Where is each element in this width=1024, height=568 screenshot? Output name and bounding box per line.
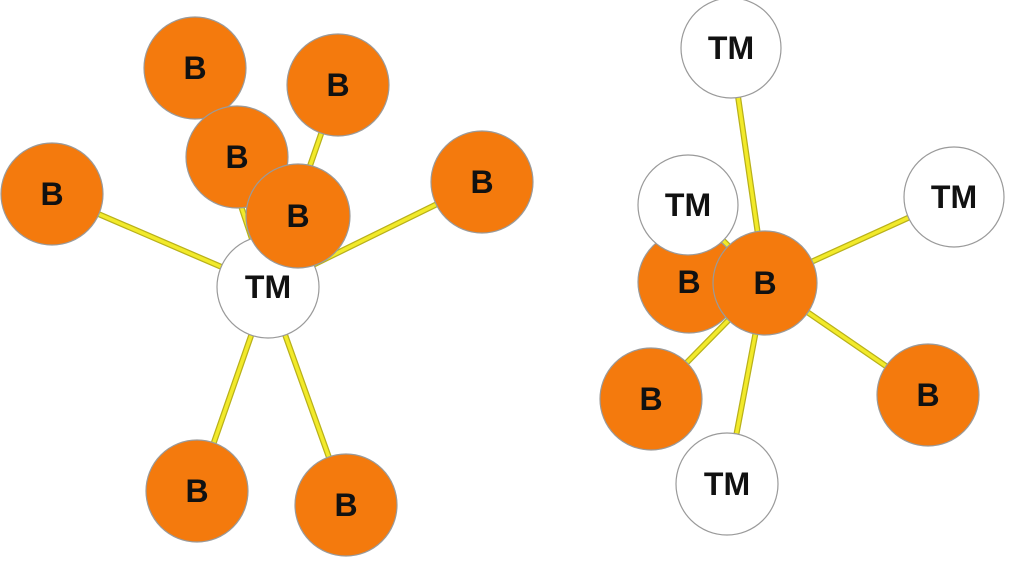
tm-atom-right-3-label: TM	[665, 187, 711, 223]
boron-atom-left-5-label: B	[286, 198, 309, 234]
boron-atom-left-7-label: B	[334, 487, 357, 523]
boron-atom-right-6: B	[876, 343, 980, 447]
boron-center-atom: B	[712, 230, 818, 336]
tm-atom-right-2: TM	[675, 432, 779, 536]
boron-atom-right-5: B	[599, 347, 703, 451]
boron-center-atom-label: B	[753, 265, 776, 301]
boron-atom-right-4: B	[637, 230, 741, 334]
tm-atom-right-1: TM	[903, 146, 1005, 248]
boron-atom-left-4: B	[430, 130, 534, 234]
tm-atom-right-3: TM	[637, 154, 739, 256]
tm-center-atom-label: TM	[245, 269, 291, 305]
boron-atom-left-1: B	[143, 16, 247, 120]
boron-atom-left-0-label: B	[40, 176, 63, 212]
tm-atom-right-0-label: TM	[708, 30, 754, 66]
atom-layer: B B B B B TM B B B TM TM TM B B B B TM	[0, 0, 1005, 557]
boron-atom-right-5-label: B	[639, 381, 662, 417]
boron-atom-left-5: B	[245, 163, 351, 269]
boron-atom-left-3-label: B	[225, 139, 248, 175]
boron-atom-left-2: B	[286, 33, 390, 137]
boron-atom-right-6-label: B	[916, 377, 939, 413]
boron-atom-left-6: B	[145, 439, 249, 543]
boron-atom-left-2-label: B	[326, 67, 349, 103]
tm-atom-right-0: TM	[680, 0, 782, 99]
boron-atom-left-1-label: B	[183, 50, 206, 86]
boron-atom-left-4-label: B	[470, 164, 493, 200]
boron-atom-right-4-label: B	[677, 264, 700, 300]
boron-atom-left-0: B	[0, 142, 104, 246]
tm-atom-right-1-label: TM	[931, 179, 977, 215]
boron-atom-left-6-label: B	[185, 473, 208, 509]
tm-atom-right-2-label: TM	[704, 466, 750, 502]
boron-atom-left-7: B	[294, 453, 398, 557]
